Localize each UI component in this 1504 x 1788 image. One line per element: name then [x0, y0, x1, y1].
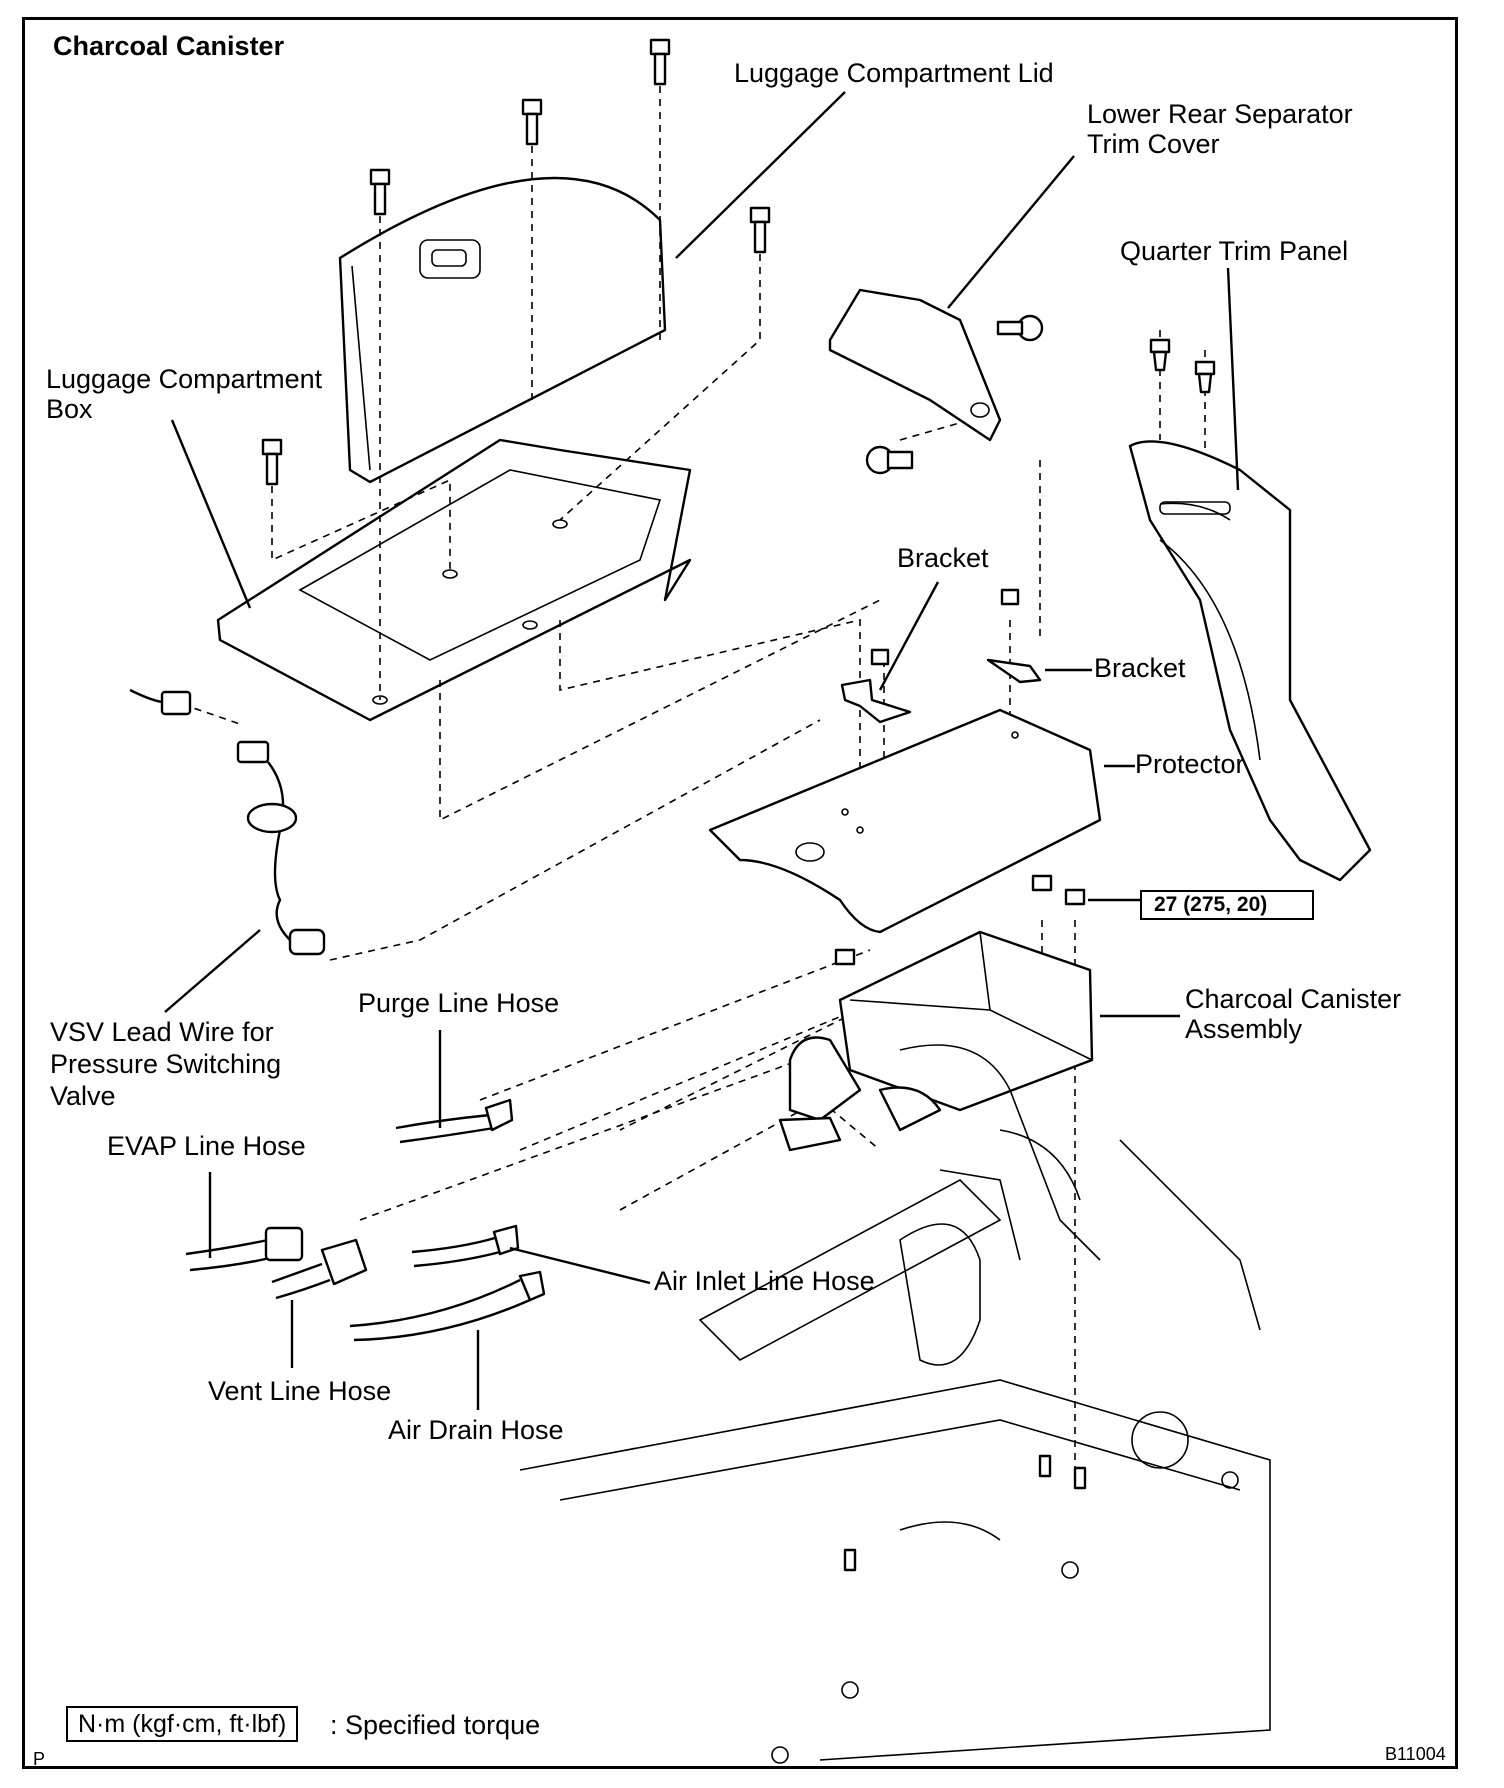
lower-rear-separator-trim-cover: [828, 288, 1044, 475]
label-air-drain-hose: Air Drain Hose: [388, 1415, 564, 1445]
label-lower-rear-separator: Lower Rear Separator: [1087, 99, 1353, 129]
label-protector: Protector: [1135, 749, 1245, 779]
label-vsv-lead-wire: VSV Lead Wire for: [50, 1017, 274, 1047]
corner-marker: P: [33, 1749, 46, 1769]
vehicle-floor-outline: [519, 1044, 1271, 1764]
torque-unit-legend-box: N·m (kgf·cm, ft·lbf): [66, 1706, 299, 1742]
quarter-trim-panel: [1128, 338, 1372, 882]
luggage-compartment-lid: [338, 176, 667, 484]
label-bracket-top: Bracket: [897, 543, 989, 573]
label-leader-lines: [164, 91, 1240, 1410]
label-vent-line-hose: Vent Line Hose: [208, 1376, 392, 1406]
label-trim-cover: Trim Cover: [1087, 129, 1220, 159]
lid-bolts: [261, 38, 771, 486]
hoses: [185, 1098, 546, 1342]
torque-nuts: [834, 874, 1086, 966]
torque-spec-box: 27 (275, 20): [1140, 890, 1314, 920]
luggage-compartment-box: [216, 438, 692, 722]
label-assembly: Assembly: [1185, 1014, 1303, 1044]
label-bracket-right: Bracket: [1094, 653, 1186, 683]
label-luggage-compartment-box: Luggage Compartment: [46, 364, 323, 394]
charcoal-canister-assembly: [778, 930, 1094, 1152]
label-air-inlet-line-hose: Air Inlet Line Hose: [654, 1266, 875, 1296]
torque-legend-text: : Specified torque: [330, 1710, 541, 1740]
label-luggage-compartment-lid: Luggage Compartment Lid: [734, 58, 1054, 88]
figure-code: B11004: [1385, 1744, 1446, 1764]
label-evap-line-hose: EVAP Line Hose: [107, 1131, 306, 1161]
vsv-lead-wire: [129, 688, 326, 956]
label-valve: Valve: [50, 1081, 116, 1111]
label-box: Box: [46, 394, 93, 424]
diagram-title: Charcoal Canister: [53, 31, 285, 61]
diagram-frame: [22, 17, 1458, 1769]
protector: [708, 708, 1102, 934]
label-purge-line-hose: Purge Line Hose: [358, 988, 560, 1018]
brackets: [840, 588, 1042, 724]
label-quarter-trim-panel: Quarter Trim Panel: [1120, 236, 1349, 266]
label-pressure-switching: Pressure Switching: [50, 1049, 282, 1079]
label-charcoal-canister: Charcoal Canister: [1185, 984, 1402, 1014]
